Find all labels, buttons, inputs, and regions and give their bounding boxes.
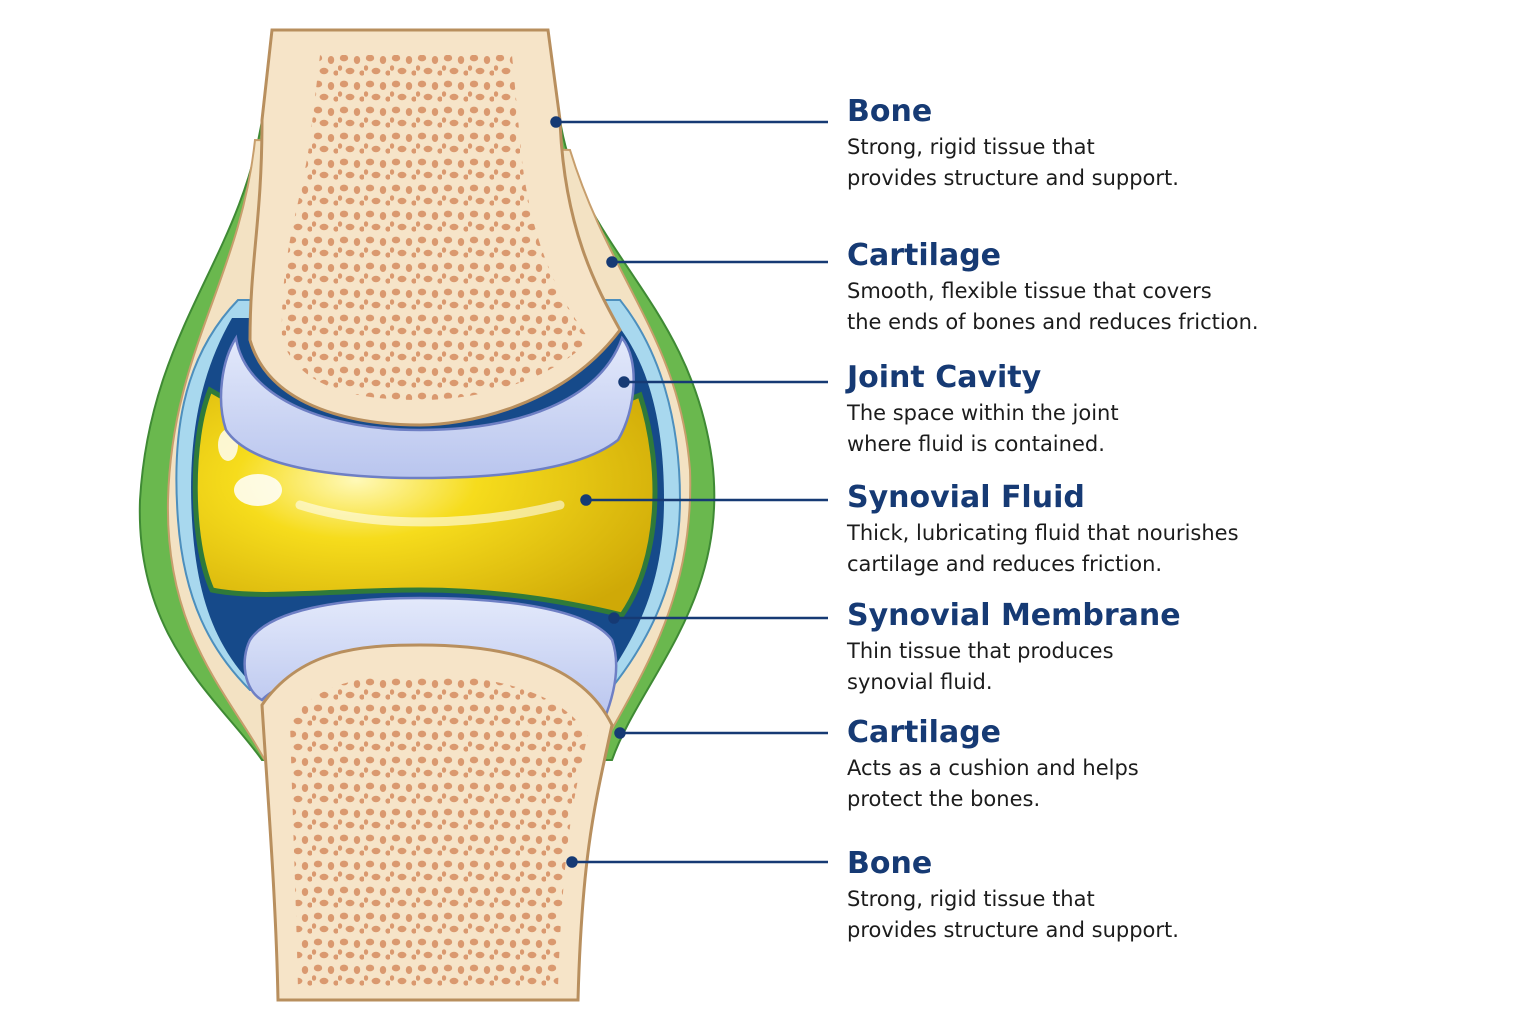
label-description: Strong, rigid tissue that provides struc… bbox=[847, 132, 1367, 194]
label-title: Joint Cavity bbox=[847, 360, 1042, 395]
label-title: Cartilage bbox=[847, 238, 1002, 273]
label-line: provides structure and support. bbox=[847, 166, 1179, 190]
cartilage-top bbox=[219, 334, 635, 480]
label-line: Smooth, flexible tissue that covers bbox=[847, 279, 1212, 303]
label-line: cartilage and reduces friction. bbox=[847, 552, 1163, 576]
label-line: Strong, rigid tissue that bbox=[847, 135, 1095, 159]
label-title: Bone bbox=[847, 846, 933, 881]
label-description: Thick, lubricating fluid that nourishes … bbox=[847, 518, 1367, 580]
label-description: The space within the joint where fluid i… bbox=[847, 398, 1367, 460]
label-line: synovial fluid. bbox=[847, 670, 993, 694]
label-line: the ends of bones and reduces friction. bbox=[847, 310, 1259, 334]
label-synovial-membrane: Synovial Membrane Thin tissue that produ… bbox=[847, 598, 1367, 698]
label-title: Cartilage bbox=[847, 715, 1002, 750]
label-title: Bone bbox=[847, 94, 933, 129]
label-description: Acts as a cushion and helps protect the … bbox=[847, 753, 1367, 815]
label-line: Thick, lubricating fluid that nourishes bbox=[847, 521, 1239, 545]
label-line: Acts as a cushion and helps bbox=[847, 756, 1139, 780]
label-description: Thin tissue that produces synovial fluid… bbox=[847, 636, 1367, 698]
label-bone-top: Bone Strong, rigid tissue that provides … bbox=[847, 94, 1367, 194]
label-title: Synovial Membrane bbox=[847, 598, 1181, 633]
label-bone-bottom: Bone Strong, rigid tissue that provides … bbox=[847, 846, 1367, 946]
label-line: provides structure and support. bbox=[847, 918, 1179, 942]
label-joint-cavity: Joint Cavity The space within the joint … bbox=[847, 360, 1367, 460]
label-description: Smooth, flexible tissue that covers the … bbox=[847, 276, 1367, 338]
label-synovial-fluid: Synovial Fluid Thick, lubricating fluid … bbox=[847, 480, 1367, 580]
label-line: Thin tissue that produces bbox=[847, 639, 1114, 663]
leader-lines bbox=[550, 116, 828, 868]
label-line: where fluid is contained. bbox=[847, 432, 1105, 456]
label-line: Strong, rigid tissue that bbox=[847, 887, 1095, 911]
label-cartilage-top: Cartilage Smooth, flexible tissue that c… bbox=[847, 238, 1367, 338]
label-line: protect the bones. bbox=[847, 787, 1041, 811]
label-cartilage-bottom: Cartilage Acts as a cushion and helps pr… bbox=[847, 715, 1367, 815]
label-title: Synovial Fluid bbox=[847, 480, 1085, 515]
label-description: Strong, rigid tissue that provides struc… bbox=[847, 884, 1367, 946]
label-line: The space within the joint bbox=[847, 401, 1119, 425]
